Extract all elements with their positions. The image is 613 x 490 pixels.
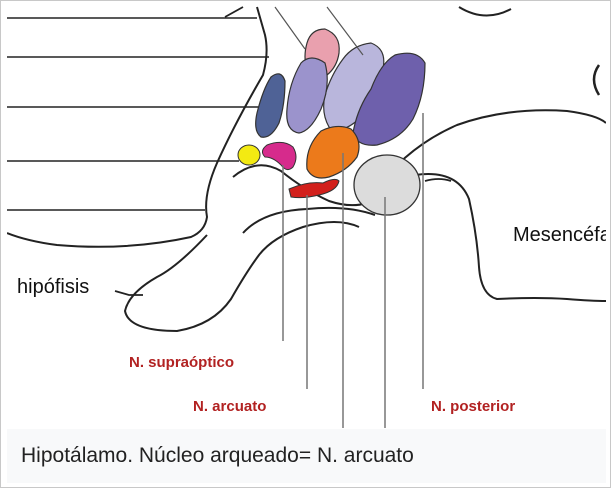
diagram-svg: hipófisis Mesencéfa N. supraóptico N. ar… (7, 5, 606, 428)
nucleus-slate-blue (256, 74, 285, 137)
hypothalamus-diagram: hipófisis Mesencéfa N. supraóptico N. ar… (7, 5, 606, 428)
label-mesencefalo: Mesencéfa (513, 224, 606, 246)
label-n-supraoptico: N. supraóptico (129, 354, 234, 371)
figure-caption: Hipotálamo. Núcleo arqueado= N. arcuato (7, 429, 606, 483)
nucleus-yellow (238, 145, 260, 165)
nucleus-gray (354, 155, 420, 215)
pointer-line-hipofisis (115, 291, 143, 295)
label-n-posterior: N. posterior (431, 398, 515, 415)
infundibulum-outline-upper (243, 208, 375, 233)
brain-outline-top-tick (225, 7, 243, 17)
mesencephalon-inner-outline (425, 179, 451, 181)
nucleus-lavender (287, 58, 328, 133)
label-n-arcuato: N. arcuato (193, 398, 266, 415)
top-arc-outline (459, 7, 511, 16)
right-edge-outline (594, 65, 599, 95)
pointer-line-top-pink (275, 7, 305, 49)
label-hipofisis: hipófisis (17, 276, 89, 298)
brain-outline-upper (7, 7, 267, 247)
nucleus-orange (307, 126, 359, 178)
pituitary-outline (125, 222, 359, 331)
